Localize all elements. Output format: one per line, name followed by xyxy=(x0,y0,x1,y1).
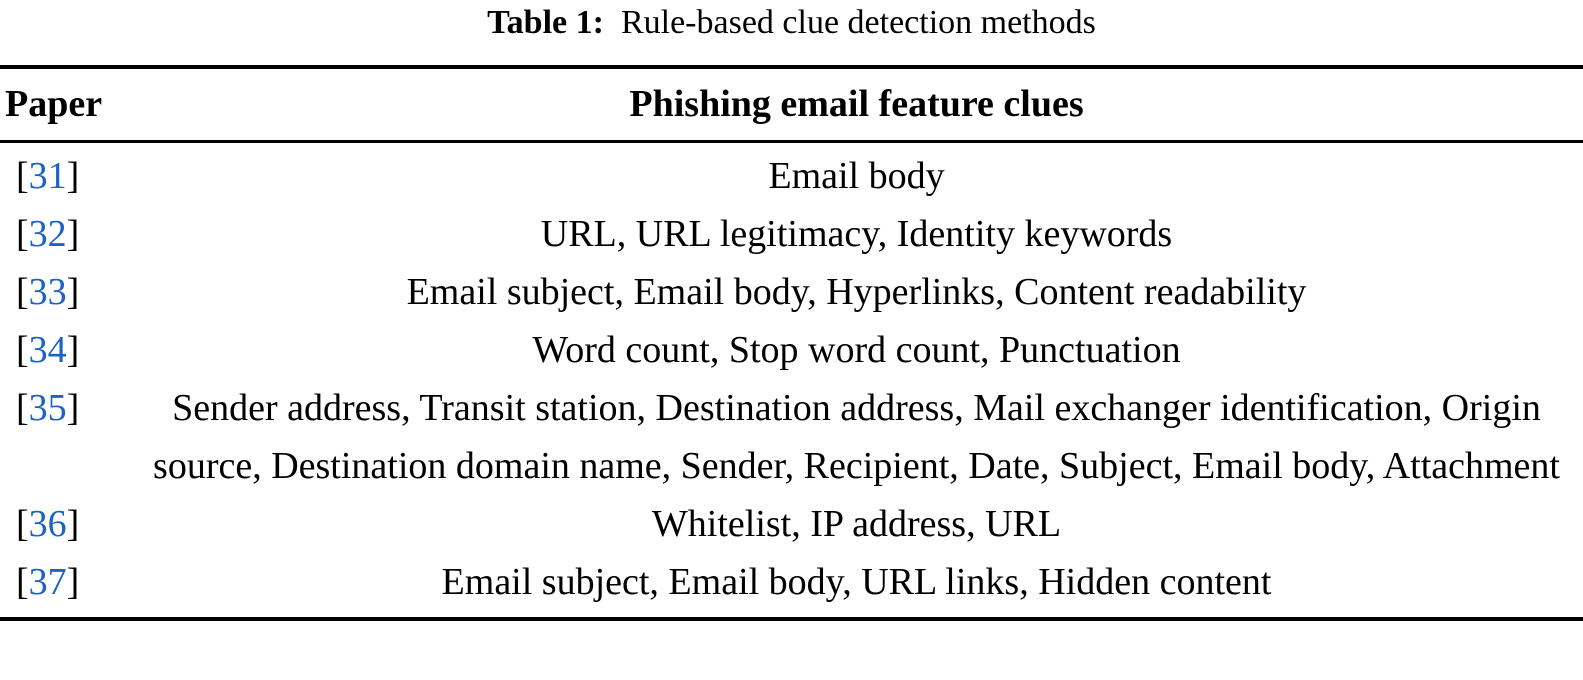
close-bracket: ] xyxy=(66,271,80,313)
table-row: [33] Email subject, Email body, Hyperlin… xyxy=(0,263,1583,321)
caption-title: Rule-based clue detection methods xyxy=(620,4,1096,41)
table-body: [31] Email body [32] URL, URL legitimacy… xyxy=(0,143,1583,617)
table-caption: Table 1: Rule-based clue detection method… xyxy=(0,0,1583,45)
table-row: [37] Email subject, Email body, URL link… xyxy=(0,553,1583,611)
citation-cell: [33] xyxy=(0,263,130,321)
citation-cell: [32] xyxy=(0,205,130,263)
mid-rule xyxy=(0,140,1583,143)
table-row: [32] URL, URL legitimacy, Identity keywo… xyxy=(0,205,1583,263)
open-bracket: [ xyxy=(16,561,29,603)
open-bracket: [ xyxy=(16,503,29,545)
citation-link[interactable]: 32 xyxy=(28,213,67,255)
close-bracket: ] xyxy=(66,503,80,545)
clues-cell: URL, URL legitimacy, Identity keywords xyxy=(540,213,1173,255)
clues-cell: Sender address, Transit station, Destina… xyxy=(153,387,1560,487)
citation-cell: [34] xyxy=(0,321,130,379)
open-bracket: [ xyxy=(16,271,29,313)
close-bracket: ] xyxy=(66,213,80,255)
clues-cell: Email subject, Email body, Hyperlinks, C… xyxy=(406,271,1307,313)
close-bracket: ] xyxy=(66,561,80,603)
clues-cell: Word count, Stop word count, Punctuation xyxy=(532,329,1181,371)
citation-cell: [36] xyxy=(0,495,130,553)
close-bracket: ] xyxy=(66,387,80,429)
citation-link[interactable]: 35 xyxy=(28,387,67,429)
clues-cell: Email subject, Email body, URL links, Hi… xyxy=(441,561,1272,603)
close-bracket: ] xyxy=(66,329,80,371)
citation-link[interactable]: 33 xyxy=(28,271,67,313)
clues-cell: Whitelist, IP address, URL xyxy=(651,503,1062,545)
table-row: [31] Email body xyxy=(0,147,1583,205)
citation-link[interactable]: 31 xyxy=(28,155,67,197)
citation-cell: [37] xyxy=(0,553,130,611)
bottom-rule xyxy=(0,617,1583,621)
table-row: [35] Sender address, Transit station, De… xyxy=(0,379,1583,495)
table-row: [34] Word count, Stop word count, Punctu… xyxy=(0,321,1583,379)
open-bracket: [ xyxy=(16,387,29,429)
clues-cell: Email body xyxy=(768,155,945,197)
column-header-paper: Paper xyxy=(5,83,103,125)
header-row: Paper Phishing email feature clues xyxy=(0,69,1583,140)
top-rule xyxy=(0,65,1583,69)
citation-cell: [31] xyxy=(0,147,130,205)
open-bracket: [ xyxy=(16,213,29,255)
citation-cell: [35] xyxy=(0,379,130,437)
table-row: [36] Whitelist, IP address, URL xyxy=(0,495,1583,553)
citation-link[interactable]: 34 xyxy=(28,329,67,371)
citation-link[interactable]: 37 xyxy=(28,561,67,603)
citation-link[interactable]: 36 xyxy=(28,503,67,545)
open-bracket: [ xyxy=(16,155,29,197)
caption-label: Table 1: xyxy=(487,4,604,41)
close-bracket: ] xyxy=(66,155,80,197)
column-header-clues: Phishing email feature clues xyxy=(629,83,1084,125)
open-bracket: [ xyxy=(16,329,29,371)
